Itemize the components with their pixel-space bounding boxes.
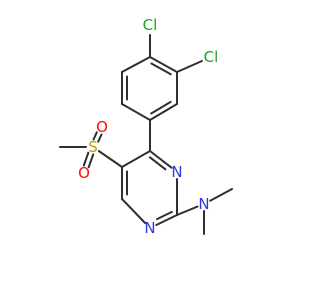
atom-n3: N	[198, 195, 209, 213]
bond-S-O1-second	[92, 131, 98, 141]
atom-s: S	[88, 138, 98, 156]
bond-S-O1	[97, 133, 103, 143]
bond-a3-a4-second	[150, 100, 172, 115]
bond-c5-S	[97, 150, 123, 168]
atom-n2: N	[144, 219, 155, 237]
bond-N2-c6	[121, 198, 147, 224]
bond-c2-N2-second	[156, 210, 173, 221]
bond-N3-me2	[209, 188, 233, 202]
bond-c4-N1	[149, 150, 173, 169]
bond-S-O2-second	[87, 153, 95, 169]
bond-c5-c4	[121, 150, 151, 168]
atom-cl1: Cl	[143, 16, 158, 34]
bond-layer	[59, 34, 233, 235]
bond-c4-N1-second	[148, 156, 167, 171]
atom-o1: O	[96, 118, 108, 136]
bond-a6-a1	[121, 56, 151, 73]
bond-a2-Cl2	[176, 60, 203, 73]
atom-label-layer: Cl Cl S O O N N N	[78, 16, 218, 237]
bond-S-O2	[82, 151, 90, 167]
bond-a1-a2	[149, 56, 178, 73]
bond-c2-N3	[176, 205, 199, 216]
atom-o2: O	[78, 164, 90, 182]
bond-a3-a4	[149, 103, 178, 121]
molecule-structure: Cl Cl S O O N N N	[59, 16, 233, 237]
atom-cl2: Cl	[204, 48, 219, 66]
bond-a1-a2-second	[150, 62, 172, 76]
bond-c2-N2	[155, 214, 178, 226]
atom-n1: N	[171, 163, 182, 181]
bond-a4-a5	[121, 103, 151, 121]
